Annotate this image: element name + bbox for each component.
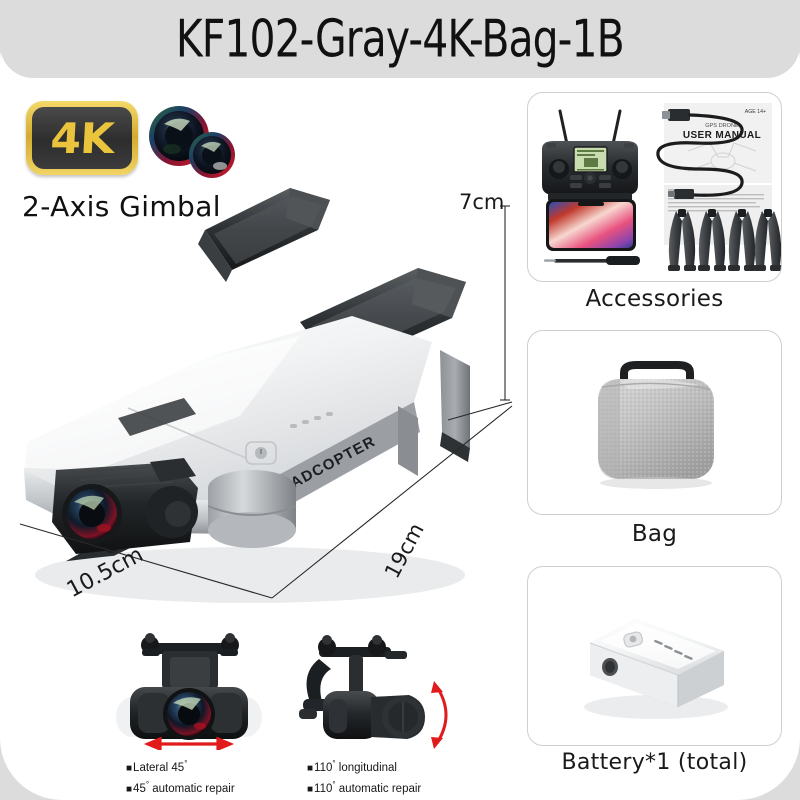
panel-battery: [527, 566, 782, 746]
gimbal-right-specs: ■110° longitudinal ■110° automatic repai…: [307, 756, 421, 798]
gimbal-right-spec-line1: ■110° longitudinal: [307, 759, 397, 774]
dimension-height-label: 7cm: [459, 190, 505, 214]
gimbal-right-spec-line2: ■110° automatic repair: [307, 779, 422, 795]
panel-caption-bag: Bag: [631, 521, 678, 547]
panel-caption-accessories: Accessories: [585, 286, 724, 312]
gimbal-left-spec-line2: ■45° automatic repair: [126, 779, 235, 795]
badge-4k-inner: 4K: [32, 107, 132, 169]
camera-lens-pair-icon: [146, 104, 238, 186]
badge-4k: 4K: [26, 101, 138, 175]
title-banner: KF102-Gray-4K-Bag-1B: [0, 0, 800, 78]
bullet-square-icon: ■: [307, 783, 314, 795]
gimbal-left-spec-line1: ■Lateral 45°: [126, 759, 188, 774]
propeller-group: [668, 209, 781, 271]
drone-main-image: QUADCOPTER: [0, 170, 520, 640]
page-title: KF102-Gray-4K-Bag-1B: [176, 8, 625, 70]
dimension-lines: [0, 170, 540, 640]
badge-4k-label: 4K: [49, 113, 115, 163]
manual-age-label: AGE 14+: [745, 109, 766, 115]
gimbal-feature-label: 2-Axis Gimbal: [22, 190, 221, 223]
manual-subtitle: GPS DRONE: [705, 123, 739, 129]
gimbal-side-view-image: [285, 625, 465, 750]
manual-title: USER MANUAL: [683, 130, 761, 141]
bullet-square-icon: ■: [126, 783, 133, 795]
panel-bag: [527, 330, 782, 515]
panel-caption-battery: Battery*1 (total): [561, 750, 748, 775]
gimbal-left-specs: ■Lateral 45° ■45° automatic repair: [126, 756, 235, 798]
bullet-square-icon: ■: [126, 762, 133, 774]
panel-accessories: AGE 14+ GPS DRONE USER MANUAL: [527, 92, 782, 282]
gimbal-front-view-image: [100, 625, 280, 750]
bullet-square-icon: ■: [307, 762, 314, 774]
